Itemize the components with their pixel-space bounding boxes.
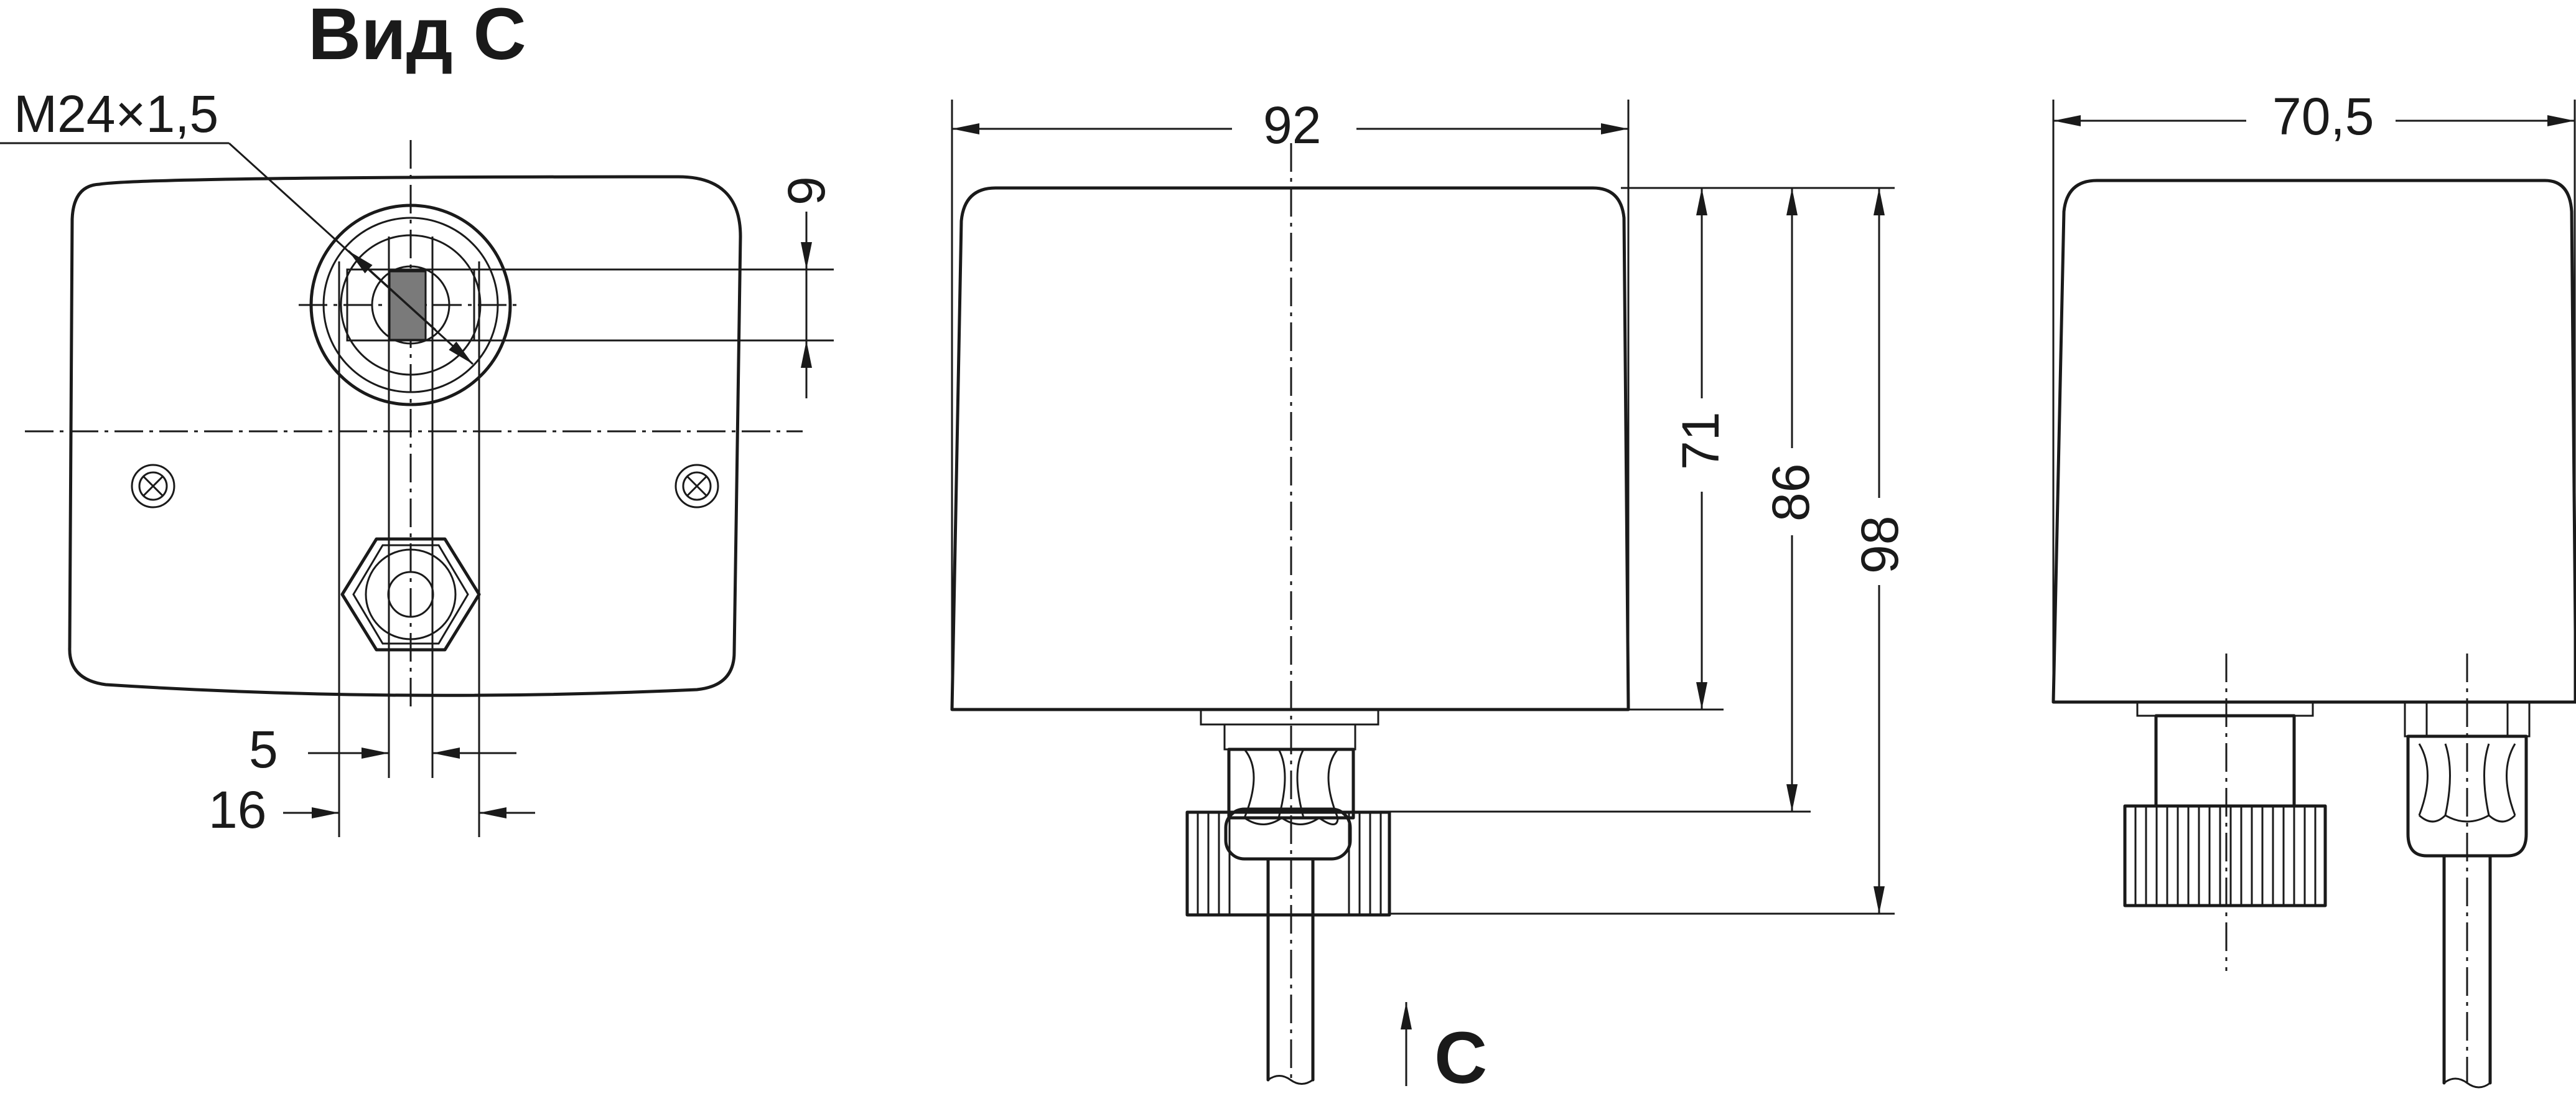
screw-left-icon [131,464,175,508]
screw-right-icon [674,464,719,508]
side-shaft-hub [2123,654,2327,971]
front-body [950,186,1630,711]
dim-16-label: 16 [208,780,266,839]
dim-71-label: 71 [1671,412,1730,470]
view-c-title: Вид С [308,0,526,75]
dim-9-label: 9 [777,176,836,205]
front-view: 92 71 86 98 С [950,96,1909,1099]
view-c: Вид С [0,0,836,839]
dim-5-label: 5 [249,720,278,779]
dim-70-5-label: 70,5 [2272,87,2374,146]
side-view: 70,5 [2051,87,2576,1089]
hub-circles [309,204,512,406]
side-cable-gland [2404,654,2531,1089]
front-cable-gland [1185,708,1391,1085]
thread-label: М24×1,5 [14,85,218,143]
dim-86-label: 86 [1762,464,1820,522]
view-c-housing [68,175,742,697]
shaft-flat [388,270,427,341]
view-direction-label: С [1434,1017,1487,1099]
side-body [2051,179,2576,704]
dim-92-label: 92 [1263,96,1321,154]
dim-98-label: 98 [1850,516,1909,574]
